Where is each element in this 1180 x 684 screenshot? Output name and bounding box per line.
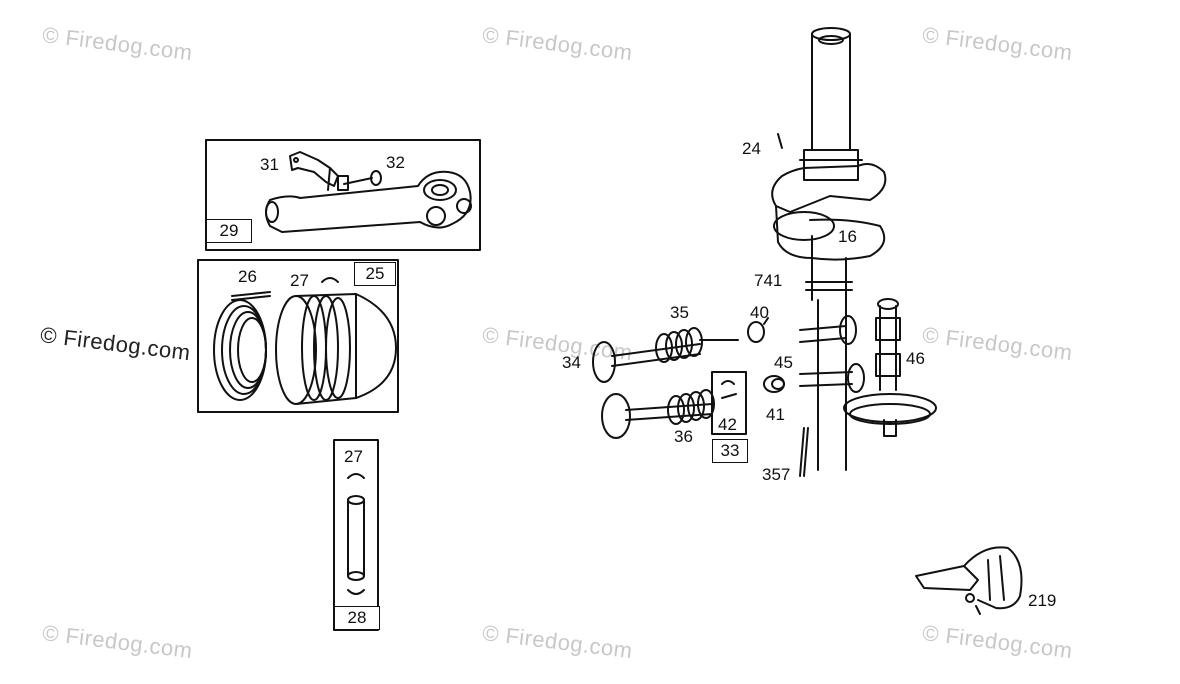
tappets	[799, 315, 865, 393]
valve-spring-upper	[655, 327, 703, 363]
part-label-27a: 27	[290, 271, 309, 290]
part-box-25: 25	[354, 262, 396, 286]
piston-frame	[197, 259, 399, 413]
part-label-16: 16	[838, 227, 857, 246]
retainer-frame	[711, 371, 747, 435]
retainer-clip	[721, 380, 735, 385]
part-box-29: 29	[206, 219, 252, 243]
piston-pin	[347, 495, 365, 581]
piston-pin-frame	[333, 439, 379, 631]
part-label-357: 357	[762, 465, 791, 484]
crank-pin-edge	[803, 427, 809, 477]
part-label-219: 219	[1028, 591, 1057, 610]
retainer-pin	[721, 393, 737, 399]
crank-key	[777, 133, 783, 149]
rod-bolt	[337, 170, 382, 191]
part-label-46: 46	[906, 349, 925, 368]
part-label-35: 35	[670, 303, 689, 322]
part-label-24: 24	[742, 139, 761, 158]
lock-plate	[289, 151, 339, 191]
part-label-41: 41	[766, 405, 785, 424]
part-box-28: 28	[334, 606, 380, 630]
tappet-cap	[747, 317, 769, 343]
part-label-34: 34	[562, 353, 581, 372]
valve-seat	[763, 375, 785, 393]
part-label-40: 40	[750, 303, 769, 322]
part-label-26: 26	[238, 267, 257, 286]
retainer-ring-icon	[321, 277, 339, 283]
part-label-45: 45	[774, 353, 793, 372]
valve-intake	[601, 393, 713, 439]
part-box-33: 33	[712, 439, 748, 463]
crank-pin	[799, 427, 805, 477]
piston	[275, 293, 397, 405]
pin-retainer-bottom	[347, 589, 365, 595]
pin-retainer-top	[347, 473, 365, 479]
part-label-36: 36	[674, 427, 693, 446]
governor-bracket	[915, 546, 1023, 615]
camshaft	[843, 298, 937, 437]
part-label-741: 741	[754, 271, 783, 290]
crankshaft	[771, 27, 887, 471]
part-label-32: 32	[386, 153, 405, 172]
valve-spring-lower	[667, 389, 715, 425]
part-label-31: 31	[260, 155, 279, 174]
connecting-rod-frame	[205, 139, 481, 251]
part-label-27b: 27	[344, 447, 363, 466]
part-label-42: 42	[718, 415, 737, 434]
piston-rings	[213, 291, 271, 401]
connecting-rod	[265, 170, 472, 233]
